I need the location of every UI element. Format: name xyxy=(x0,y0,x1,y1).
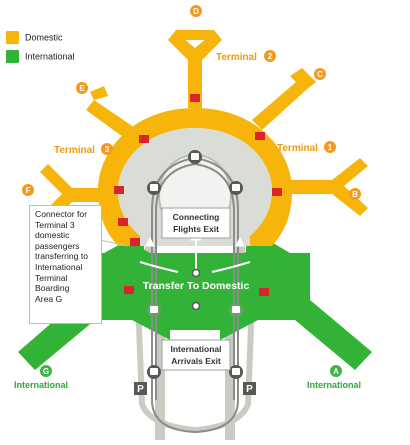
callout-line: Terminal 3 xyxy=(35,219,75,230)
arrivals-exit-line-2: Arrivals Exit xyxy=(171,356,221,366)
arrivals-exit-box xyxy=(161,339,231,371)
terminal-1-label: Terminal xyxy=(277,143,318,154)
airline-icon xyxy=(118,218,128,226)
callout-pointer xyxy=(99,239,129,247)
parking-icon-right xyxy=(243,382,256,395)
train-station-icons xyxy=(147,150,243,379)
boarding-area-a-label: A xyxy=(333,367,339,376)
boarding-area-b-label: B xyxy=(352,190,358,199)
boarding-area-d xyxy=(168,32,222,108)
train-station-icon xyxy=(229,303,243,317)
legend-label-domestic: Domestic xyxy=(25,32,63,43)
legend-swatch-international xyxy=(6,50,19,63)
connecting-exit-line-1: Connecting xyxy=(173,212,220,222)
airline-icons xyxy=(114,94,282,296)
connecting-exit-box xyxy=(161,207,231,239)
transfer-to-domestic-label: Transfer To Domestic xyxy=(143,280,250,292)
domestic-ring xyxy=(98,108,292,246)
train-station-icon xyxy=(229,365,243,379)
callout-line: Terminal xyxy=(35,272,68,283)
boarding-area-e-tip xyxy=(90,86,108,100)
boarding-area-d-label: D xyxy=(193,7,199,16)
callout-line: Area G xyxy=(35,293,63,304)
airline-icon xyxy=(124,286,134,294)
legend-item-international: International xyxy=(6,50,75,63)
airline-icon xyxy=(139,135,149,143)
callout-line: Boarding xyxy=(35,283,70,294)
boarding-area-e xyxy=(86,100,138,142)
boarding-area-badges: D C E B F G A xyxy=(22,5,361,377)
boarding-area-d-tip xyxy=(168,30,222,40)
roadway-lower xyxy=(134,297,256,434)
terminal-3-number: 3 xyxy=(105,145,110,154)
airline-icon xyxy=(272,188,282,196)
airline-icon xyxy=(255,132,265,140)
terminal-2-number: 2 xyxy=(268,52,273,61)
train-station-icon xyxy=(147,365,161,379)
terminal-3-label: Terminal xyxy=(54,145,95,156)
arrivals-node xyxy=(191,301,201,311)
parking-icon-left xyxy=(134,382,147,395)
airline-icon xyxy=(190,94,200,102)
parking-right-label: P xyxy=(246,384,253,395)
boarding-area-c xyxy=(252,68,316,130)
connecting-exit-line-2: Flights Exit xyxy=(173,224,219,234)
legend-swatch-domestic xyxy=(6,31,19,44)
arrivals-exit-line-1: International xyxy=(170,344,221,354)
train-station-icon xyxy=(188,150,202,164)
legend-label-international: International xyxy=(25,51,75,62)
terminal-1-number: 1 xyxy=(328,143,333,152)
terminal-2-label: Terminal xyxy=(216,52,257,63)
callout-line: transferring to xyxy=(35,251,89,262)
parking-left-label: P xyxy=(137,384,144,395)
boarding-area-f-label: F xyxy=(26,186,31,195)
airline-icon xyxy=(130,238,140,246)
airline-icon xyxy=(114,186,124,194)
boarding-area-e-label: E xyxy=(79,84,85,93)
train-station-icon xyxy=(147,181,161,195)
callout-line: domestic xyxy=(35,230,70,241)
callout-line: International xyxy=(35,261,83,272)
legend-item-domestic: Domestic xyxy=(6,31,63,44)
boarding-area-b xyxy=(288,158,368,216)
boarding-area-c-label: C xyxy=(317,70,323,79)
connector-callout: Connector for Terminal 3 domestic passen… xyxy=(29,205,102,324)
train-station-icon xyxy=(147,303,161,317)
callout-line: Connector for xyxy=(35,209,88,219)
boarding-area-g-label: G xyxy=(43,367,49,376)
callout-line: passengers xyxy=(35,240,80,251)
airline-icon xyxy=(259,288,269,296)
international-label-right: International xyxy=(307,380,361,390)
train-station-icon xyxy=(229,181,243,195)
transfer-node xyxy=(191,268,201,278)
international-label-left: International xyxy=(14,380,68,390)
